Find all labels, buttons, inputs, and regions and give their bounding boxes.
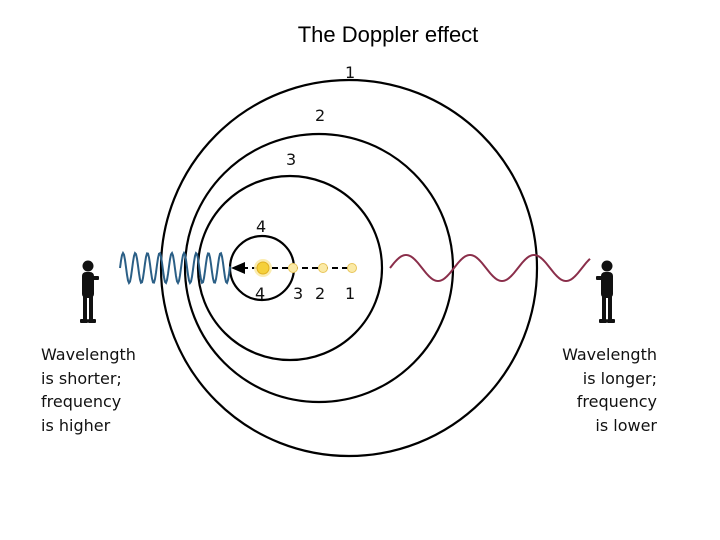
left-caption: Wavelength is shorter; frequency is high… <box>41 343 136 437</box>
source-positions <box>254 259 357 277</box>
source-position-1 <box>347 263 357 273</box>
wavefront-label-1: 1 <box>345 63 355 82</box>
left-caption-line: is shorter; <box>41 368 122 388</box>
source-current <box>256 261 270 275</box>
wavefront-3 <box>196 174 384 362</box>
right-caption: Wavelength is longer; frequency is lower <box>562 343 657 437</box>
wavefront-label-3: 3 <box>286 150 296 169</box>
wavefront-1 <box>159 78 539 458</box>
right-caption-line: frequency <box>576 392 657 411</box>
position-label-2: 2 <box>315 284 325 303</box>
source-position-3 <box>288 263 298 273</box>
source-position-2 <box>318 263 328 273</box>
right-observer-icon <box>596 260 615 323</box>
motion-arrowhead <box>231 262 245 274</box>
long-wave <box>389 253 591 283</box>
wavefront-label-2: 2 <box>315 106 325 125</box>
short-wave <box>119 250 231 286</box>
right-caption-line: Wavelength <box>562 345 657 364</box>
position-label-4: 4 <box>255 284 265 303</box>
left-observer-icon <box>80 260 99 323</box>
right-caption-line: is lower <box>595 415 657 435</box>
wavefront-label-4: 4 <box>256 217 266 236</box>
left-caption-line: Wavelength <box>41 345 136 364</box>
position-label-3: 3 <box>293 284 303 303</box>
position-label-1: 1 <box>345 284 355 303</box>
left-caption-line: frequency <box>41 392 122 411</box>
left-caption-line: is higher <box>41 415 111 435</box>
right-caption-line: is longer; <box>582 368 657 388</box>
slide-title: The Doppler effect <box>297 22 479 47</box>
